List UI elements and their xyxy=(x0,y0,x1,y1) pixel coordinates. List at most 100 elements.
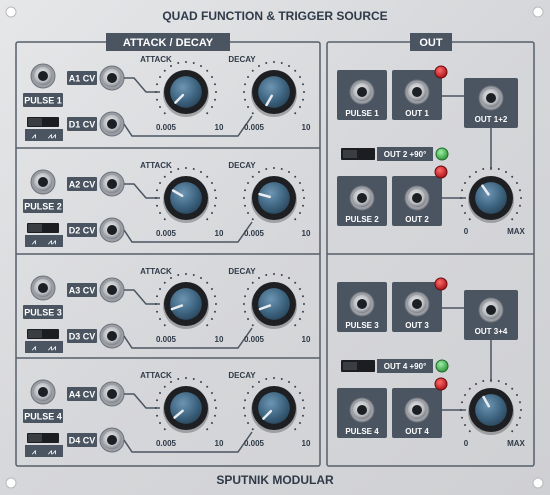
a1-cv-jack[interactable] xyxy=(99,65,125,91)
decay-1-max: 10 xyxy=(302,123,311,132)
switch-option-ad: ⩘ xyxy=(31,345,36,352)
patch-trace xyxy=(123,221,253,243)
decay-4-min: 0.005 xyxy=(244,439,265,448)
out-pulse-b-jack-top[interactable] xyxy=(349,185,375,211)
sum-label-top: OUT 1+2 xyxy=(475,115,508,124)
sum-label-bottom: OUT 3+4 xyxy=(475,327,508,336)
decay-3-knob[interactable] xyxy=(243,273,305,329)
pulse-3-label: PULSE 3 xyxy=(23,305,63,319)
a2-cv-jack[interactable] xyxy=(99,171,125,197)
phase-label-bg-top xyxy=(377,147,433,161)
attack-2-knob[interactable] xyxy=(155,167,217,223)
mix-knob-top[interactable] xyxy=(460,167,522,223)
a3-cv-label: A3 CV xyxy=(67,283,97,297)
switch-option-ad: ⩘ xyxy=(31,449,36,456)
pulse-4-jack[interactable] xyxy=(30,379,56,405)
attack-1-max: 10 xyxy=(215,123,224,132)
attack-4-knob[interactable] xyxy=(155,377,217,433)
decay-4-max: 10 xyxy=(302,439,311,448)
decay-3-max: 10 xyxy=(302,335,311,344)
out-pulse-a-jack-top[interactable] xyxy=(349,79,375,105)
d3-cv-jack[interactable] xyxy=(99,323,125,349)
svg-text:A4 CV: A4 CV xyxy=(69,390,96,400)
phase-label-top: OUT 2 +90° xyxy=(384,150,427,159)
a3-cv-jack[interactable] xyxy=(99,277,125,303)
phase-switch-top[interactable] xyxy=(341,148,375,160)
out-pulse-a-jack-bottom[interactable] xyxy=(349,291,375,317)
svg-text:A2 CV: A2 CV xyxy=(69,180,96,190)
switch-option-cycle: ⩘⩘ xyxy=(47,239,56,246)
out-pulse-a-label-bottom: PULSE 3 xyxy=(345,321,379,330)
envelope-mode-switch-3[interactable]: ⩘⩘⩘ xyxy=(25,329,63,353)
attack-3-max: 10 xyxy=(215,335,224,344)
switch-option-cycle: ⩘⩘ xyxy=(47,133,56,140)
sum-jack-top[interactable] xyxy=(478,85,504,111)
envelope-mode-switch-1[interactable]: ⩘⩘⩘ xyxy=(25,117,63,141)
envelope-mode-switch-2[interactable]: ⩘⩘⩘ xyxy=(25,223,63,247)
pulse-1-label: PULSE 1 xyxy=(23,93,63,107)
a2-cv-label: A2 CV xyxy=(67,177,97,191)
switch-option-cycle: ⩘⩘ xyxy=(47,449,56,456)
mix-min-top: 0 xyxy=(464,227,469,236)
switch-option-cycle: ⩘⩘ xyxy=(47,345,56,352)
decay-3-min: 0.005 xyxy=(244,335,265,344)
decay-2-min: 0.005 xyxy=(244,229,265,238)
pulse-4-label: PULSE 4 xyxy=(23,409,63,423)
decay-2-knob[interactable] xyxy=(243,167,305,223)
decay-1-label: DECAY xyxy=(228,55,256,64)
patch-trace xyxy=(123,431,253,453)
pulse-2-jack[interactable] xyxy=(30,169,56,195)
a4-cv-jack[interactable] xyxy=(99,381,125,407)
patch-trace xyxy=(123,327,253,349)
attack-3-knob[interactable] xyxy=(155,273,217,329)
d1-cv-jack[interactable] xyxy=(99,111,125,137)
attack-4-min: 0.005 xyxy=(156,439,177,448)
out-a-led-bottom xyxy=(434,277,448,291)
svg-text:PULSE 3: PULSE 3 xyxy=(24,308,62,318)
d1-cv-label: D1 CV xyxy=(67,117,97,131)
out-b-label-bottom: OUT 4 xyxy=(405,427,429,436)
attack-1-knob[interactable] xyxy=(155,61,217,117)
envelope-mode-switch-4[interactable]: ⩘⩘⩘ xyxy=(25,433,63,457)
attack-2-label: ATTACK xyxy=(140,161,172,170)
pulse-3-jack[interactable] xyxy=(30,275,56,301)
phase-switch-bottom[interactable] xyxy=(341,360,375,372)
svg-text:A1 CV: A1 CV xyxy=(69,74,96,84)
d2-cv-jack[interactable] xyxy=(99,217,125,243)
mix-max-top: MAX xyxy=(507,227,525,236)
attack-2-min: 0.005 xyxy=(156,229,177,238)
svg-text:PULSE 1: PULSE 1 xyxy=(24,96,62,106)
decay-1-knob[interactable] xyxy=(243,61,305,117)
out-pulse-b-jack-bottom[interactable] xyxy=(349,397,375,423)
svg-text:D1 CV: D1 CV xyxy=(69,120,96,130)
phase-led-top xyxy=(435,147,449,161)
attack-1-min: 0.005 xyxy=(156,123,177,132)
out-pulse-b-label-bottom: PULSE 4 xyxy=(345,427,379,436)
pulse-1-jack[interactable] xyxy=(30,63,56,89)
decay-4-knob[interactable] xyxy=(243,377,305,433)
decay-2-label: DECAY xyxy=(228,161,256,170)
svg-text:PULSE 4: PULSE 4 xyxy=(24,412,62,422)
mix-knob-bottom[interactable] xyxy=(460,379,522,435)
d3-cv-label: D3 CV xyxy=(67,329,97,343)
out-b-jack-top[interactable] xyxy=(404,185,430,211)
out-a-jack-bottom[interactable] xyxy=(404,291,430,317)
mounting-screws xyxy=(5,6,544,489)
out-b-jack-bottom[interactable] xyxy=(404,397,430,423)
pulse-2-label: PULSE 2 xyxy=(23,199,63,213)
d4-cv-jack[interactable] xyxy=(99,427,125,453)
sum-jack-bottom[interactable] xyxy=(478,297,504,323)
phase-led-bottom xyxy=(435,359,449,373)
svg-text:PULSE 2: PULSE 2 xyxy=(24,202,62,212)
out-a-jack-top[interactable] xyxy=(404,79,430,105)
a1-cv-label: A1 CV xyxy=(67,71,97,85)
patch-trace xyxy=(124,77,160,93)
phase-label-bottom: OUT 4 +90° xyxy=(384,362,427,371)
out-a-label-bottom: OUT 3 xyxy=(405,321,429,330)
